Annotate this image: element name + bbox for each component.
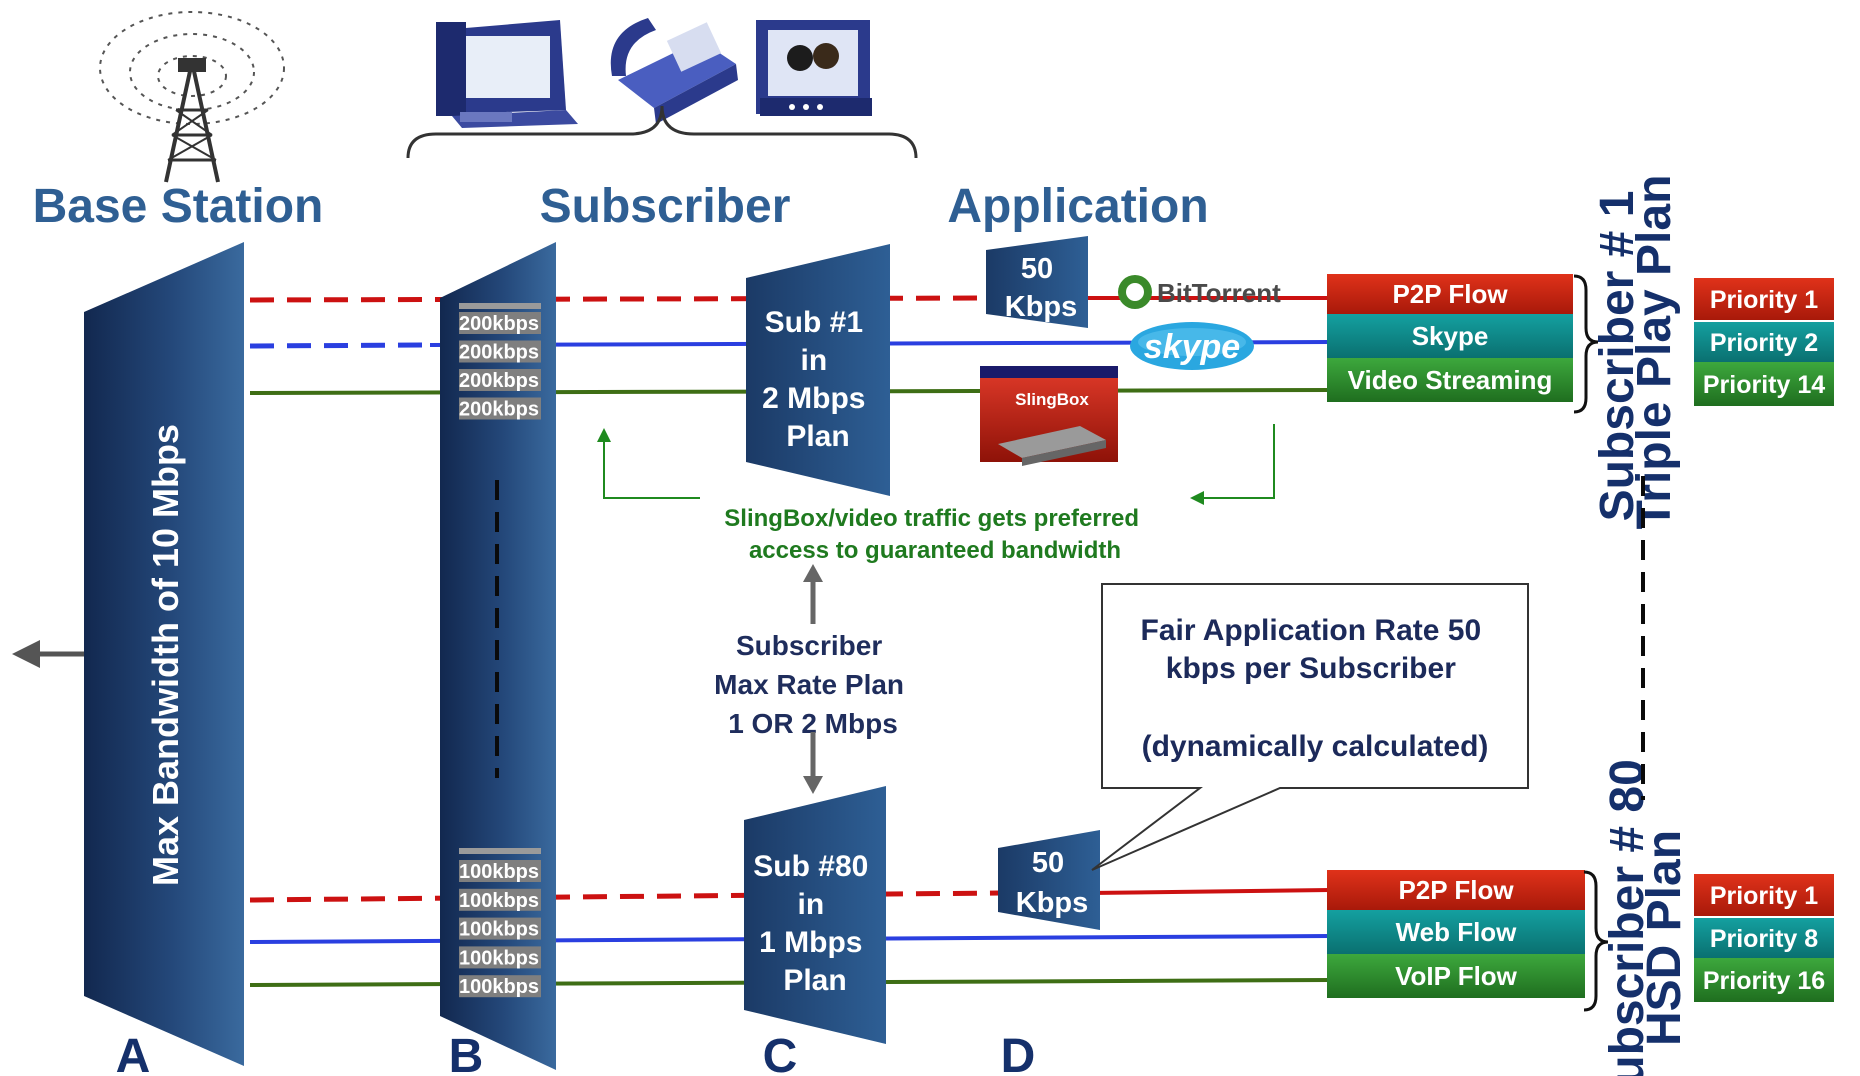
- slot-bar: [459, 848, 541, 854]
- rate-limiter-top: [986, 236, 1088, 328]
- subscriber80-priority-box: [1694, 918, 1834, 958]
- stage-letter-d: D: [1001, 1030, 1036, 1076]
- subscriber80-priority-label: Priority 8: [1710, 925, 1818, 953]
- sub80-flow-brace: [1583, 870, 1609, 1012]
- subscriber1-priority-label: Priority 1: [1710, 286, 1818, 314]
- subscriber-brace: [406, 105, 918, 159]
- subscriber80-priority-label: Priority 1: [1710, 882, 1818, 910]
- arrow-up-icon: [597, 428, 611, 442]
- sub1-label-line2: Triple Play Plan: [1628, 175, 1681, 530]
- subscriber80-flow-box: [1327, 870, 1585, 910]
- sub80-label-line2: HSD Plan: [1638, 830, 1691, 1046]
- subscriber80-flow-label: Web Flow: [1396, 917, 1518, 947]
- subscriber80-priority-box: [1694, 874, 1834, 916]
- slot-label: 200kbps: [459, 342, 539, 364]
- subscriber80-flow-box: [1327, 954, 1585, 998]
- slot-bar: [459, 860, 541, 882]
- svg-text:SlingBox: SlingBox: [1015, 390, 1089, 409]
- slot-bar: [459, 312, 541, 334]
- slot-label: 100kbps: [459, 919, 539, 941]
- slot-label: 100kbps: [459, 890, 539, 912]
- subscriber1-priority-box: [1694, 322, 1834, 362]
- sub1-flow-brace: [1573, 274, 1599, 414]
- max-bandwidth-label: Max Bandwidth of 10 Mbps: [145, 424, 186, 886]
- slot-label: 100kbps: [459, 976, 539, 998]
- egress-arrow-icon: [12, 640, 40, 668]
- sub1-plan-shape: [746, 244, 890, 496]
- slot-label: 100kbps: [459, 861, 539, 883]
- subscriber1-priority-label: Priority 14: [1703, 371, 1825, 399]
- tv-icon: [756, 20, 872, 116]
- slingbox-logo: SlingBox: [980, 366, 1118, 466]
- slot-bar: [459, 975, 541, 998]
- rate-limiter-bottom-text: 50 Kbps: [1016, 847, 1089, 919]
- preferred-access-note: SlingBox/video traffic gets preferred ac…: [724, 505, 1145, 564]
- subscriber80-flow-label: VoIP Flow: [1395, 961, 1518, 991]
- stage-letter-b: B: [449, 1030, 484, 1076]
- subscriber1-priority-box: [1694, 362, 1834, 406]
- subscriber1-priority-box: [1694, 278, 1834, 320]
- preferred-arrow-right: [1202, 424, 1275, 499]
- subscriber1-flow-label: P2P Flow: [1392, 279, 1508, 309]
- slot-label: 200kbps: [459, 370, 539, 392]
- sub80-plan-text: Sub #80 in 1 Mbps Plan: [753, 850, 876, 997]
- sub80-label-line1: Subscriber # 80: [1601, 759, 1654, 1076]
- fair-rate-callout: [1091, 583, 1529, 871]
- slot-bar: [459, 917, 541, 940]
- sub80-plan-shape: [744, 786, 886, 1044]
- header-application: Application: [947, 180, 1208, 233]
- stage-letter-c: C: [763, 1030, 798, 1076]
- bandwidth-slots: 200kbps 200kbps 200kbps 200kbps 100kbps 100kb…: [459, 303, 541, 998]
- svg-text:BitTorrent: BitTorrent: [1157, 278, 1281, 308]
- subscriber80-priority-box: [1694, 958, 1834, 1002]
- phone-icon: [610, 18, 738, 124]
- subscriber80-flow-box: [1327, 910, 1585, 954]
- cell-tower-icon: [99, 11, 285, 183]
- subscriber1-priority-label: Priority 2: [1710, 329, 1818, 357]
- rate-limiter-top-text: 50 Kbps: [1005, 253, 1078, 323]
- sub1-label-line1: Subscriber # 1: [1591, 191, 1644, 522]
- sub1-plan-text: Sub #1 in 2 Mbps Plan: [762, 306, 874, 453]
- subscriber1-flow-box: [1327, 274, 1573, 314]
- slot-bar: [459, 397, 541, 420]
- slot-bar: [459, 888, 541, 911]
- bittorrent-logo: BitTorrent: [1118, 275, 1281, 309]
- base-station-panel: [84, 242, 244, 1066]
- subscriber1-flow-label: Video Streaming: [1348, 365, 1553, 395]
- preferred-arrow-left: [603, 440, 700, 499]
- subscriber1-flow-label: Skype: [1412, 321, 1489, 351]
- slot-bar: [459, 303, 541, 309]
- stage-letter-a: A: [116, 1030, 151, 1076]
- subscriber1-flow-box: [1327, 314, 1573, 358]
- subscriber80-priority-label: Priority 16: [1703, 967, 1825, 995]
- skype-logo: skype: [1130, 322, 1254, 370]
- header-base-station: Base Station: [33, 180, 324, 233]
- slot-label: 200kbps: [459, 399, 539, 421]
- slot-bar: [459, 946, 541, 969]
- header-subscriber: Subscriber: [540, 180, 791, 233]
- rate-limiter-bottom: [998, 830, 1100, 930]
- slot-bar: [459, 369, 541, 391]
- arrow-down-gray-icon: [803, 776, 823, 794]
- arrow-left-icon: [1190, 491, 1204, 505]
- svg-text:skype: skype: [1144, 328, 1240, 366]
- computer-icon: [436, 20, 578, 128]
- subscriber1-flow-box: [1327, 358, 1573, 402]
- slot-bar: [459, 340, 541, 363]
- subscriber80-flow-label: P2P Flow: [1398, 875, 1514, 905]
- fair-rate-text: Fair Application Rate 50 kbps per Subscr…: [1141, 614, 1490, 763]
- arrow-up-gray-icon: [803, 564, 823, 582]
- max-rate-note: Subscriber Max Rate Plan 1 OR 2 Mbps: [714, 630, 912, 739]
- slot-label: 100kbps: [459, 947, 539, 969]
- slot-label: 200kbps: [459, 313, 539, 335]
